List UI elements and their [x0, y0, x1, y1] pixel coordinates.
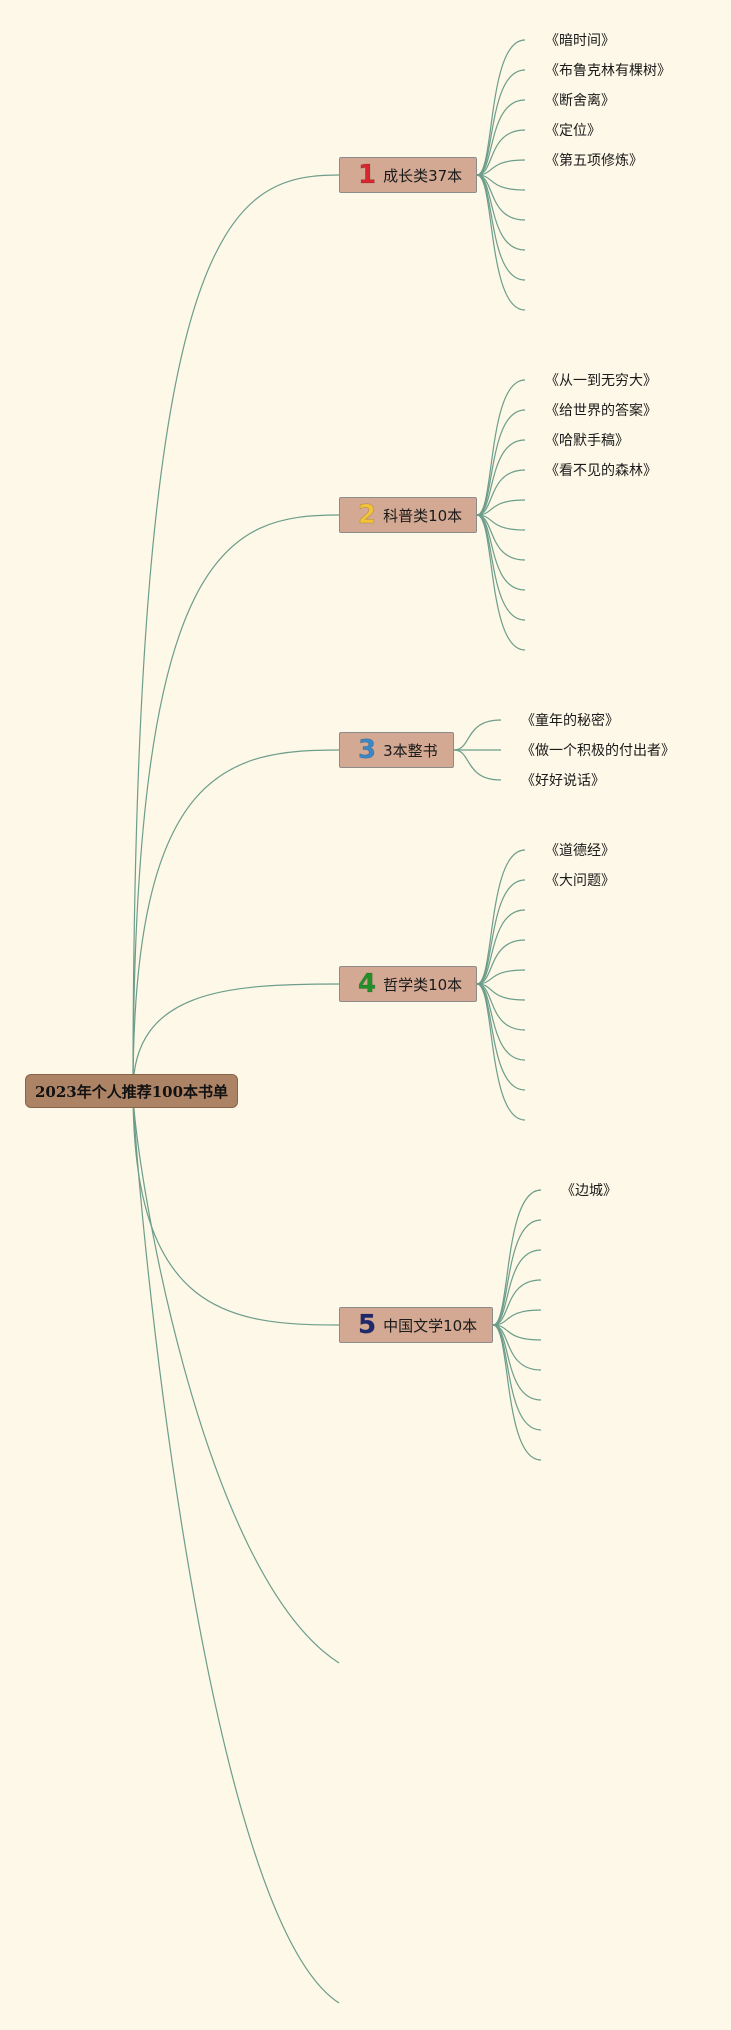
book-branch-line — [476, 174, 526, 311]
root-title: 2023年个人推荐100本书单 — [34, 1082, 229, 1101]
number-five-icon: 5 — [358, 1310, 377, 1340]
book-item[interactable]: 《看不见的森林》 — [545, 463, 657, 479]
book-branch-line — [476, 909, 526, 985]
book-branch-line — [476, 514, 526, 621]
book-item[interactable]: 《定位》 — [545, 123, 601, 139]
book-branch-line — [492, 1249, 542, 1326]
book-branch-line — [492, 1219, 542, 1326]
book-branch-line — [476, 499, 526, 516]
book-branch-line — [476, 879, 526, 985]
book-item[interactable]: 《大问题》 — [545, 873, 615, 889]
number-one-icon: 1 — [358, 160, 377, 190]
book-item[interactable]: 《第五项修炼》 — [545, 153, 643, 169]
root-connector — [132, 749, 340, 1092]
root-connector — [132, 514, 340, 1092]
category-label: 3本整书 — [383, 741, 438, 760]
book-branch-line — [476, 159, 526, 176]
book-branch-line — [476, 409, 526, 516]
empty-branch-line — [132, 1090, 340, 2004]
category-label: 哲学类10本 — [383, 975, 463, 994]
category-label: 科普类10本 — [383, 506, 463, 525]
root-node[interactable]: 2023年个人推荐100本书单 — [25, 1074, 238, 1108]
number-four-icon: 4 — [358, 969, 377, 999]
book-item[interactable]: 《好好说话》 — [521, 773, 605, 789]
empty-branch-line — [132, 1090, 340, 1664]
category-node-science[interactable]: 2 科普类10本 — [339, 497, 477, 533]
book-branch-line — [476, 849, 526, 985]
number-two-icon: 2 — [358, 500, 377, 530]
book-item[interactable]: 《布鲁克林有棵树》 — [545, 63, 671, 79]
book-branch-line — [476, 174, 526, 281]
category-node-growth[interactable]: 1 成长类37本 — [339, 157, 477, 193]
book-branch-line — [476, 39, 526, 176]
category-node-whole-books[interactable]: 3 3本整书 — [339, 732, 454, 768]
category-label: 中国文学10本 — [383, 1316, 478, 1335]
book-item[interactable]: 《道德经》 — [545, 843, 615, 859]
book-branch-line — [492, 1189, 542, 1326]
book-item[interactable]: 《童年的秘密》 — [521, 713, 619, 729]
book-branch-line — [492, 1279, 542, 1326]
book-item[interactable]: 《从一到无穷大》 — [545, 373, 657, 389]
book-branch-line — [492, 1324, 542, 1461]
root-connector — [132, 983, 340, 1092]
number-three-icon: 3 — [358, 735, 377, 765]
category-label: 成长类37本 — [383, 166, 463, 185]
book-branch-line — [476, 69, 526, 176]
book-branch-line — [492, 1324, 542, 1431]
book-branch-line — [453, 749, 502, 781]
book-item[interactable]: 《做一个积极的付出者》 — [521, 743, 675, 759]
book-branch-line — [476, 514, 526, 651]
book-item[interactable]: 《边城》 — [561, 1183, 617, 1199]
book-branch-line — [492, 1309, 542, 1326]
book-item[interactable]: 《暗时间》 — [545, 33, 615, 49]
book-branch-line — [476, 939, 526, 985]
root-connector — [132, 174, 340, 1092]
book-branch-line — [453, 719, 502, 751]
book-branch-line — [476, 983, 526, 1121]
root-connector — [132, 1090, 340, 1326]
book-branch-line — [476, 379, 526, 516]
book-item[interactable]: 《断舍离》 — [545, 93, 615, 109]
book-branch-line — [476, 969, 526, 985]
book-branch-line — [476, 129, 526, 176]
book-item[interactable]: 《哈默手稿》 — [545, 433, 629, 449]
category-node-chinese-literature[interactable]: 5 中国文学10本 — [339, 1307, 493, 1343]
book-branch-line — [476, 469, 526, 516]
book-branch-line — [476, 439, 526, 516]
book-item[interactable]: 《给世界的答案》 — [545, 403, 657, 419]
category-node-philosophy[interactable]: 4 哲学类10本 — [339, 966, 477, 1002]
book-branch-line — [476, 99, 526, 176]
